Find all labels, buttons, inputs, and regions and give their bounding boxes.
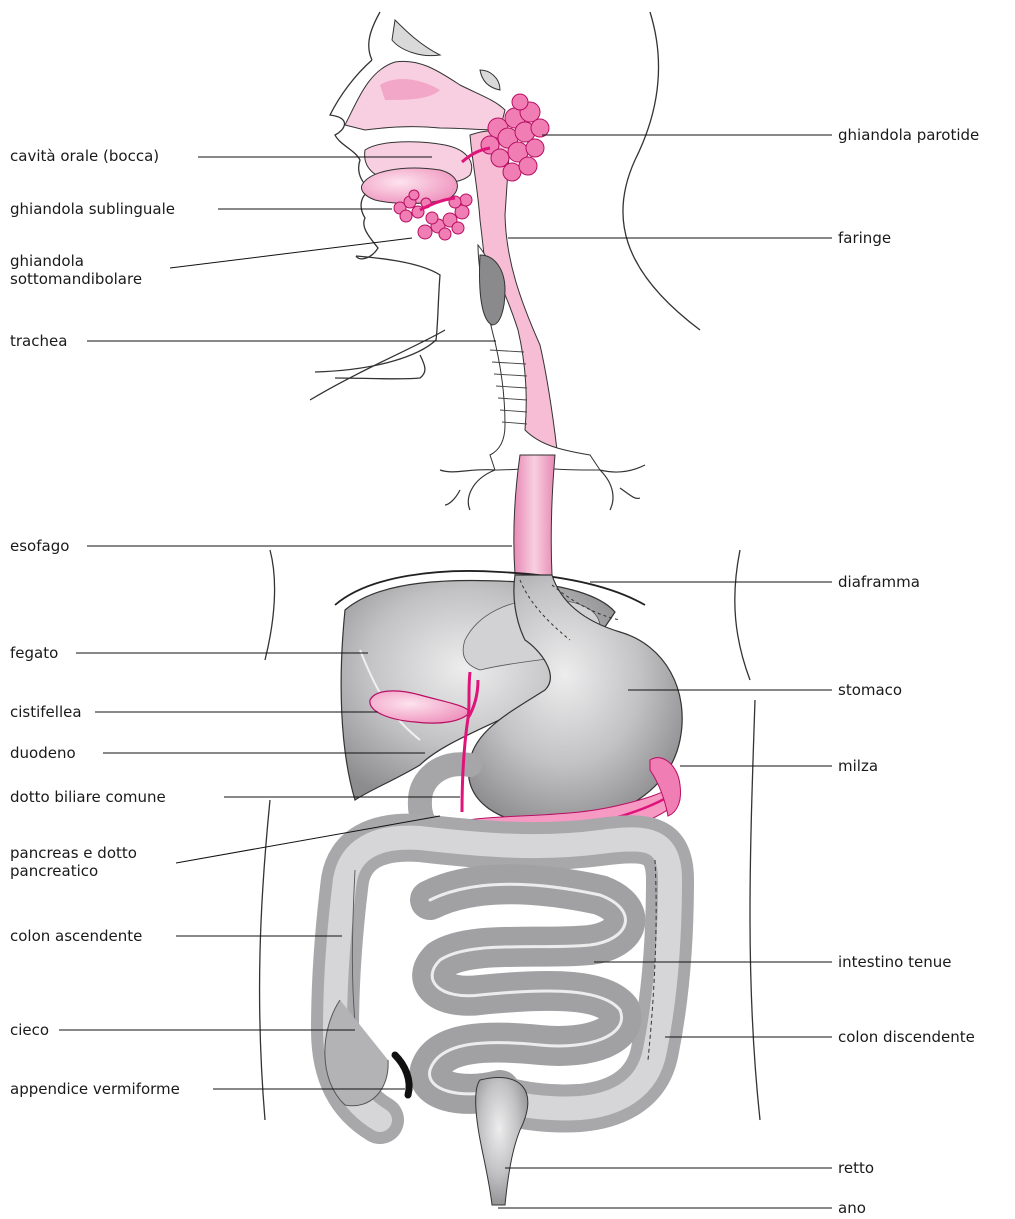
esophagus	[514, 455, 555, 575]
label-pancreas-line1: pancreas e dotto	[10, 844, 137, 862]
label-small-intestine: intestino tenue	[838, 953, 951, 971]
small-intestine	[430, 884, 626, 1094]
label-oral-cavity: cavità orale (bocca)	[10, 147, 159, 165]
label-stomach: stomaco	[838, 681, 902, 699]
rectum	[476, 1077, 528, 1205]
label-common-bile-duct: dotto biliare comune	[10, 788, 166, 806]
label-duodenum: duodeno	[10, 744, 76, 762]
label-sublingual-gland: ghiandola sublinguale	[10, 200, 175, 218]
nasal-cavity	[345, 20, 505, 130]
label-appendix: appendice vermiforme	[10, 1080, 180, 1098]
label-parotid-gland: ghiandola parotide	[838, 126, 979, 144]
label-gallbladder: cistifellea	[10, 703, 82, 721]
label-rectum: retto	[838, 1159, 874, 1177]
label-pharynx: faringe	[838, 229, 891, 247]
label-esophagus: esofago	[10, 537, 69, 555]
label-submandibular-gland-line2: sottomandibolare	[10, 270, 142, 288]
label-diaphragm: diaframma	[838, 573, 920, 591]
label-submandibular-gland-line1: ghiandola	[10, 252, 84, 270]
label-descending-colon: colon discendente	[838, 1028, 975, 1046]
label-spleen: milza	[838, 757, 878, 775]
label-liver: fegato	[10, 644, 58, 662]
label-cecum: cieco	[10, 1021, 49, 1039]
label-ascending-colon: colon ascendente	[10, 927, 142, 945]
label-pancreas-line2: pancreatico	[10, 862, 98, 880]
label-anus: ano	[838, 1199, 866, 1217]
label-trachea: trachea	[10, 332, 67, 350]
